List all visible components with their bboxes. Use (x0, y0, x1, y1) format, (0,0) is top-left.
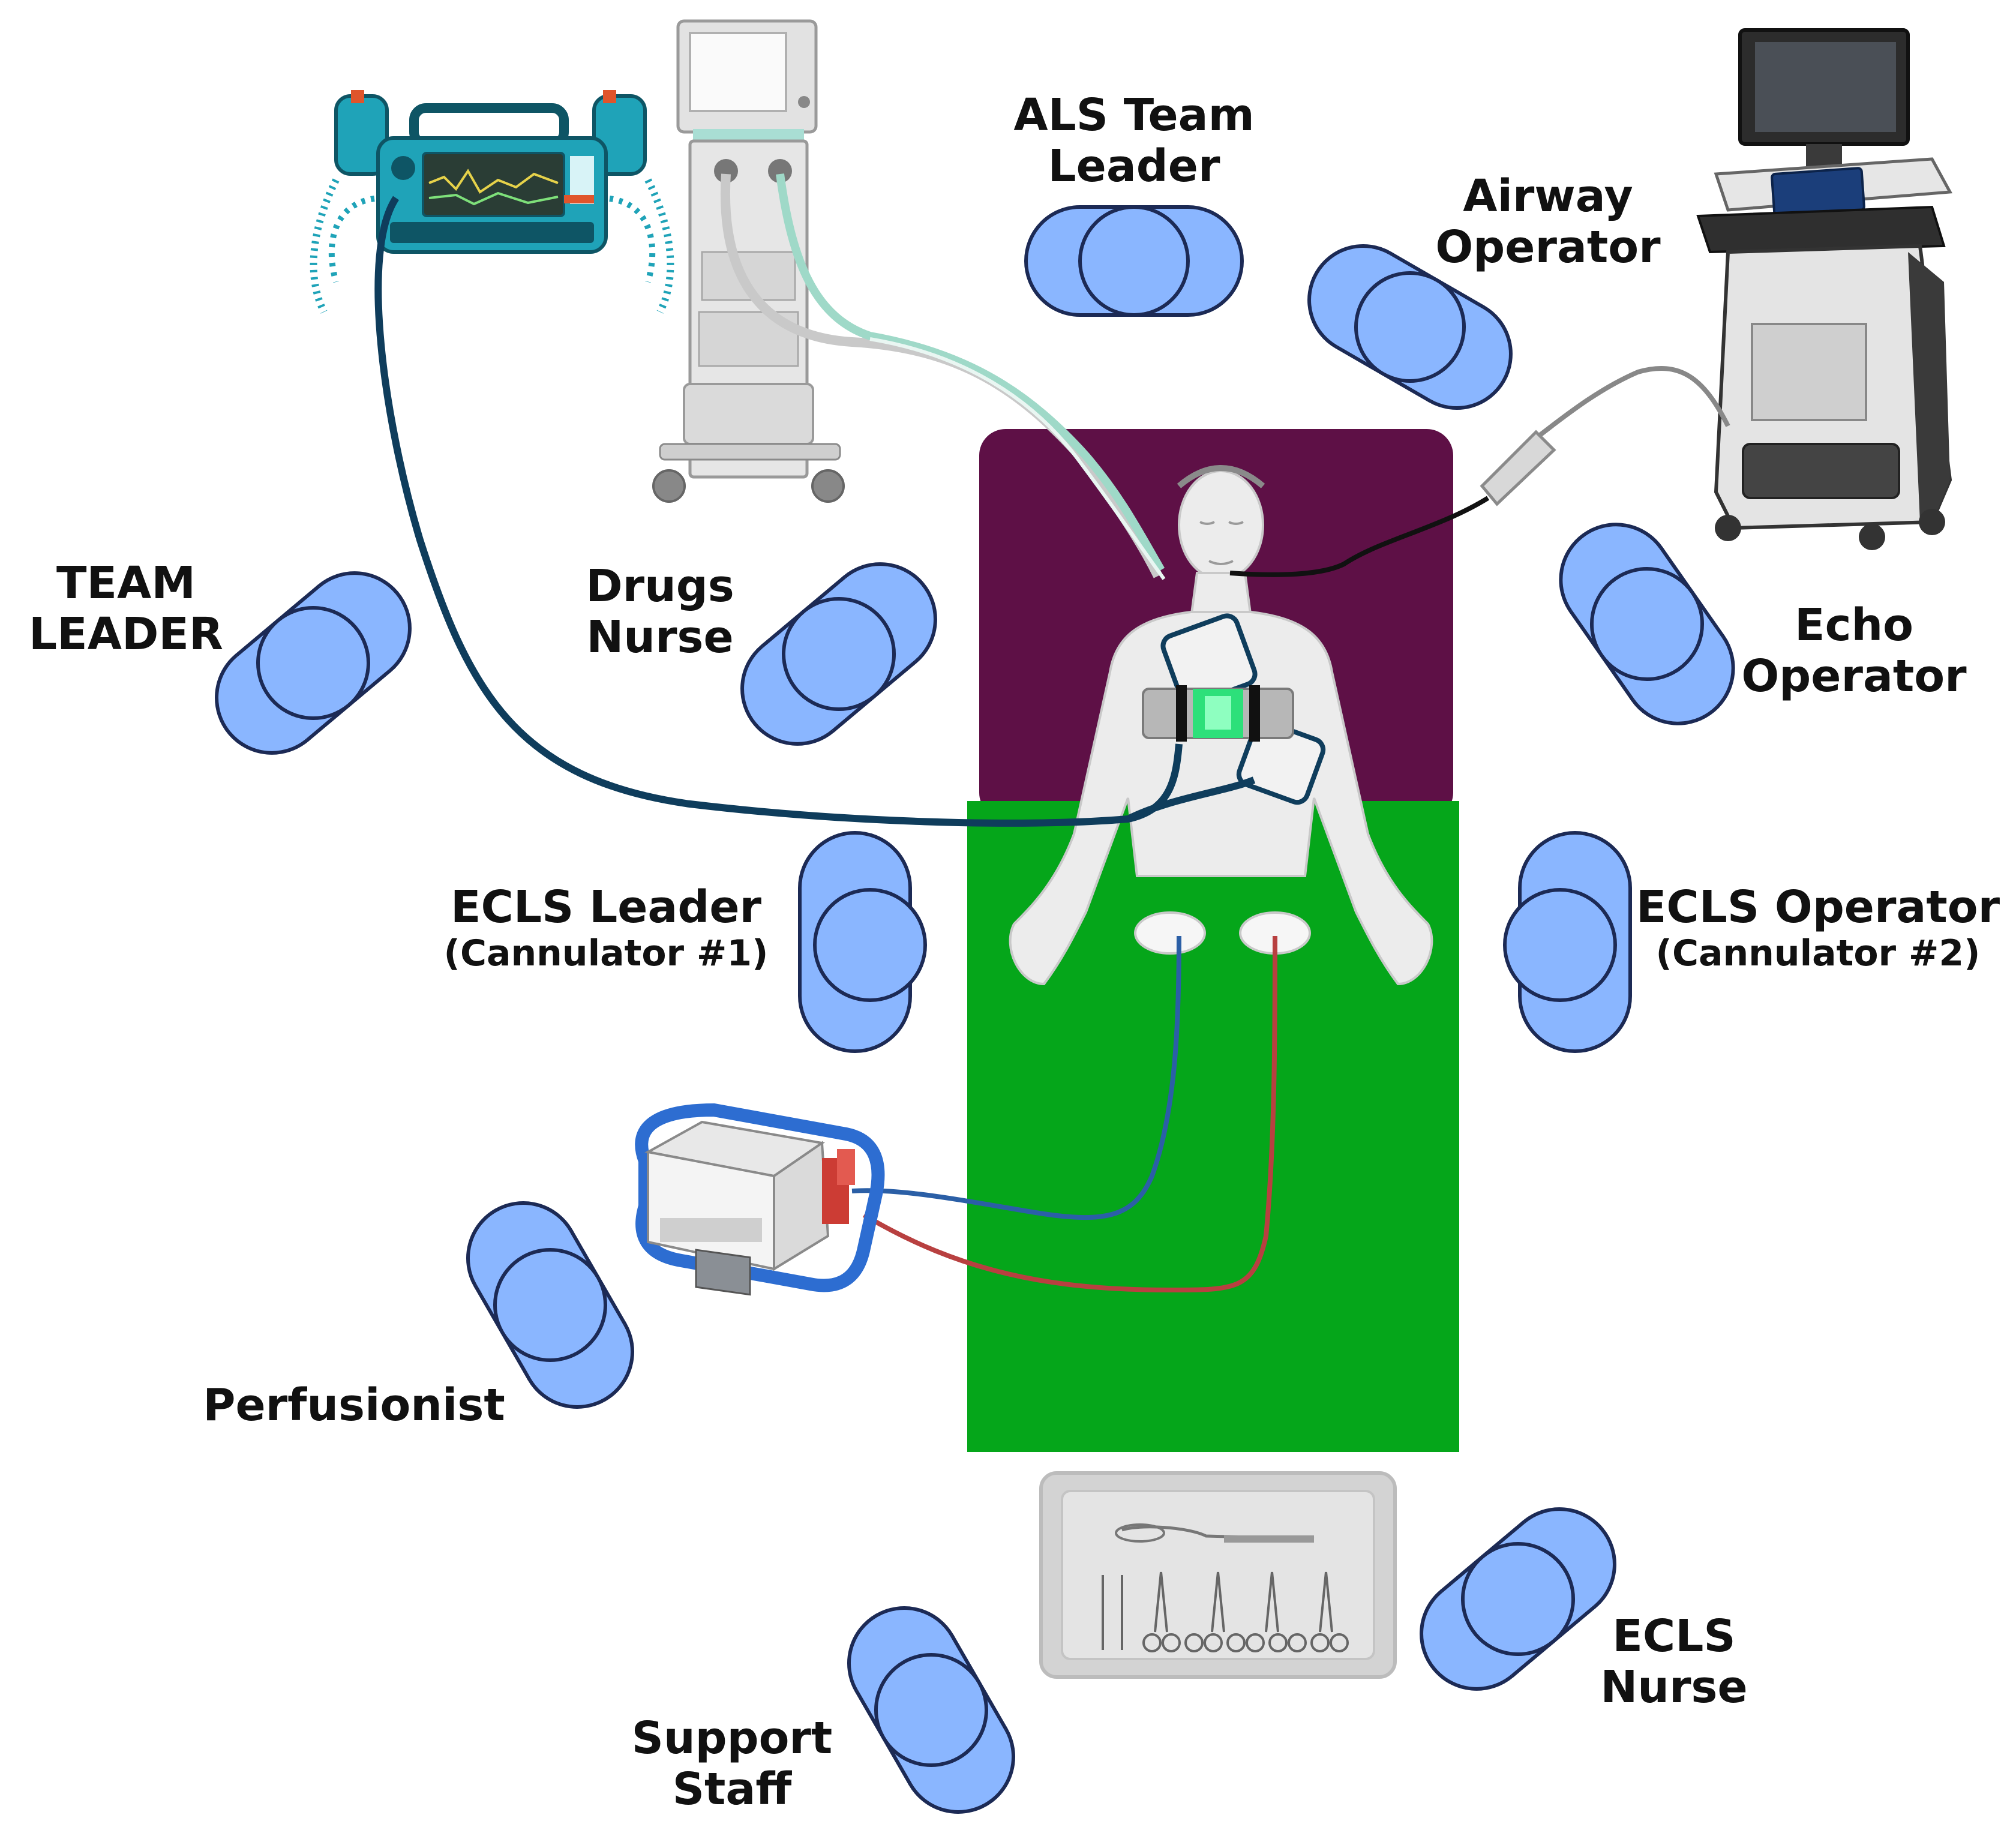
team-member-icon (1307, 244, 1513, 410)
label-ecls-leader: ECLS Leader (Cannulator #1) (443, 881, 769, 975)
defibrillator-icon (310, 90, 674, 314)
ultrasound-probe-icon (1229, 366, 1730, 577)
team-member-icon (740, 562, 937, 746)
team-member-icon (1024, 205, 1244, 317)
team-member-icon (847, 1606, 1015, 1814)
label-ecls-nurse: ECLS Nurse (1600, 1610, 1748, 1714)
ecmo-console-icon (635, 1103, 885, 1296)
label-team-leader: TEAM LEADER (29, 557, 223, 661)
ventilator-tubing (721, 173, 1166, 580)
defibrillator-cable (374, 196, 1256, 827)
team-member-icon (798, 831, 927, 1053)
team-member-icon (1420, 1507, 1616, 1691)
ultrasound-machine-icon (1696, 28, 1953, 550)
team-member-icon (1503, 831, 1632, 1053)
label-echo-operator: Echo Operator (1741, 599, 1967, 703)
defib-pads-icon (1160, 613, 1326, 805)
team-member-icon (1559, 523, 1735, 725)
ecmo-circuit-lines (851, 935, 1277, 1293)
team-member-icon (215, 571, 412, 755)
label-airway-operator: Airway Operator (1435, 170, 1661, 274)
team-member-icons (215, 205, 1735, 1814)
label-ecls-operator: ECLS Operator (Cannulator #2) (1636, 881, 2000, 975)
instrument-tray-icon (1039, 1471, 1397, 1679)
label-perfusionist: Perfusionist (203, 1379, 505, 1431)
patient-icon (1009, 470, 1433, 986)
label-support-staff: Support Staff (631, 1712, 833, 1816)
team-member-icon (466, 1201, 634, 1409)
label-als-team-leader: ALS Team Leader (1013, 89, 1255, 193)
patient-face (1177, 465, 1265, 565)
compression-device-icon (1142, 685, 1294, 742)
ventilator-icon (652, 19, 845, 503)
label-drugs-nurse: Drugs Nurse (586, 560, 734, 664)
